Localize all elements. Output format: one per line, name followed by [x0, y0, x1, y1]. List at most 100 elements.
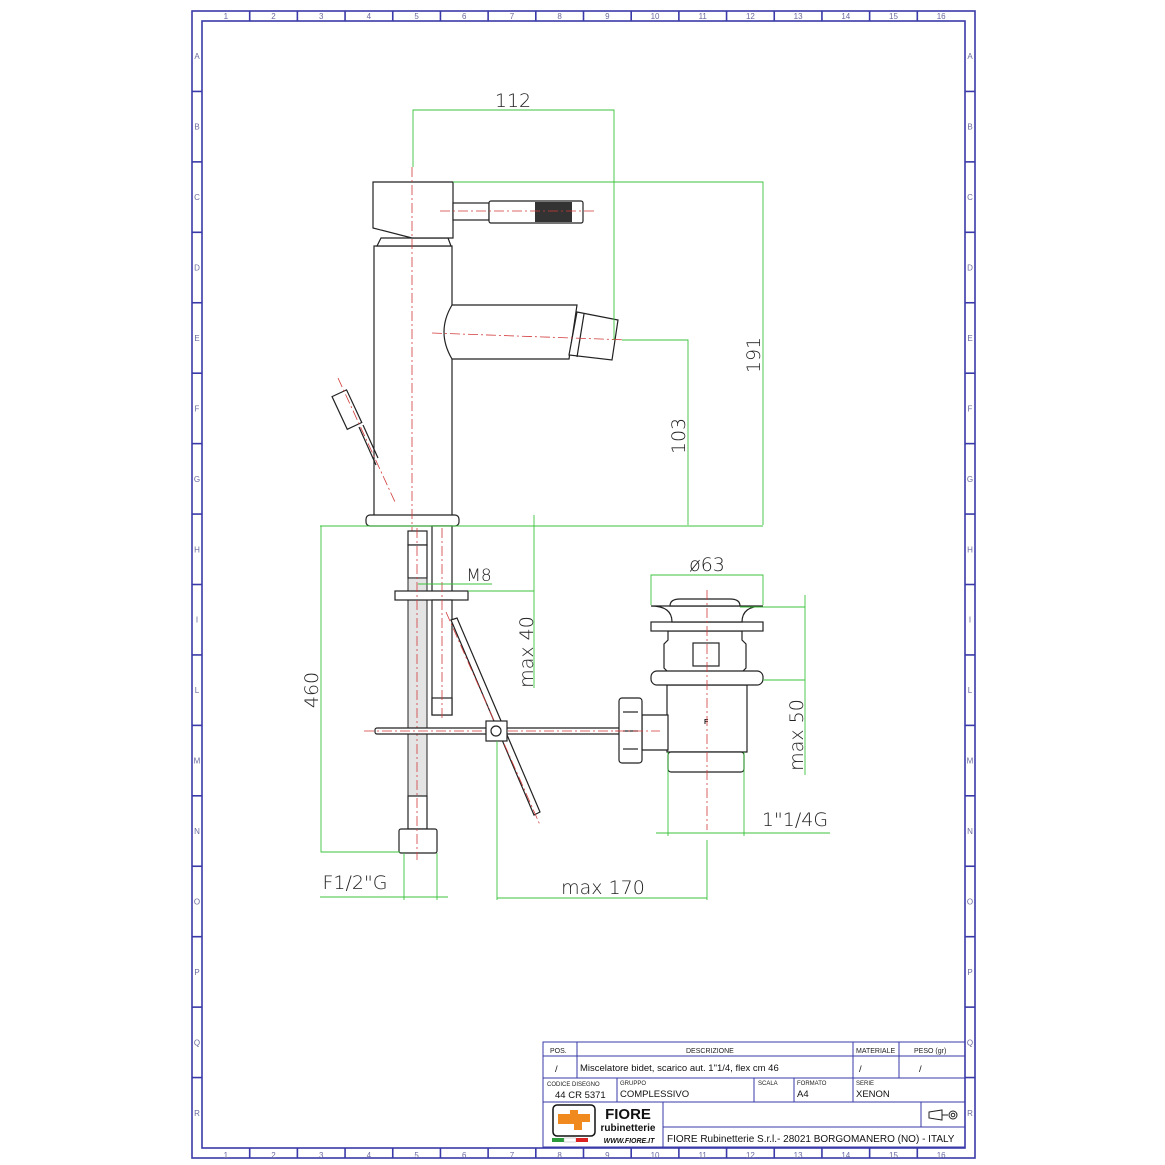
- row-label: M: [967, 757, 974, 766]
- row-label: H: [967, 545, 973, 554]
- pos-header: POS.: [550, 1048, 567, 1055]
- code-header: CODICE DISEGNO: [547, 1082, 600, 1088]
- code-value: 44 CR 5371: [555, 1090, 606, 1101]
- row-label: Q: [194, 1038, 200, 1047]
- hose-ferrule-bottom: [407, 795, 428, 830]
- column-label: 4: [367, 1151, 372, 1160]
- column-label: 2: [271, 1151, 276, 1160]
- dim-hose-length: 460: [301, 672, 323, 708]
- title-block: POS. DESCRIZIONE MATERIALE PESO (gr) / M…: [542, 1041, 966, 1148]
- drawing-frame: 1122334455667788991010111112121313141415…: [191, 10, 976, 1160]
- material-value: /: [859, 1064, 862, 1075]
- column-label: 10: [651, 12, 660, 21]
- series-header: SERIE: [856, 1081, 874, 1087]
- row-label: P: [967, 968, 972, 977]
- popup-lever-rod: [450, 617, 541, 816]
- svg-text:F: F: [704, 719, 709, 726]
- column-label: 4: [367, 12, 372, 21]
- row-label: C: [194, 193, 200, 202]
- svg-text:FIORE: FIORE: [605, 1106, 651, 1123]
- mixer-head: [372, 181, 454, 239]
- row-label: R: [967, 1109, 973, 1118]
- row-label: O: [194, 897, 200, 906]
- dim-hose-connection: F1/2"G: [323, 872, 388, 894]
- waste-cap: [669, 598, 741, 607]
- bidet-mixer: [331, 167, 629, 605]
- row-label: M: [194, 757, 201, 766]
- base-plate: [365, 514, 460, 527]
- row-label: C: [967, 193, 973, 202]
- row-label: E: [194, 334, 199, 343]
- column-label: 5: [414, 12, 419, 21]
- scale-header: SCALA: [758, 1081, 778, 1087]
- row-label: I: [196, 616, 198, 625]
- row-label: B: [194, 123, 199, 132]
- row-label: I: [969, 616, 971, 625]
- column-label: 9: [605, 1151, 610, 1160]
- column-label: 11: [699, 12, 708, 21]
- row-label: R: [194, 1109, 200, 1118]
- row-label: P: [194, 968, 199, 977]
- row-label: G: [967, 475, 973, 484]
- fixing-washer: [394, 590, 469, 601]
- column-label: 14: [841, 12, 850, 21]
- column-label: 14: [841, 1151, 850, 1160]
- company-address: FIORE Rubinetterie S.r.l.- 28021 BORGOMA…: [667, 1134, 955, 1145]
- column-label: 3: [319, 1151, 324, 1160]
- row-label: G: [194, 475, 200, 484]
- description-header: DESCRIZIONE: [686, 1048, 734, 1055]
- row-label: B: [967, 123, 972, 132]
- column-label: 13: [794, 12, 803, 21]
- aerator: [568, 311, 619, 361]
- column-label: 15: [889, 12, 898, 21]
- hose-nut-top: [407, 530, 428, 546]
- svg-text:WWW.FIORE.IT: WWW.FIORE.IT: [604, 1138, 656, 1145]
- column-label: 11: [699, 1151, 708, 1160]
- spout: [443, 304, 578, 360]
- row-label: A: [194, 52, 200, 61]
- column-label: 10: [651, 1151, 660, 1160]
- column-label: 6: [462, 12, 467, 21]
- dim-total-height: 191: [743, 337, 765, 373]
- column-label: 8: [557, 1151, 562, 1160]
- fiore-logo: FIORE rubinetterie WWW.FIORE.IT: [552, 1104, 656, 1145]
- svg-text:rubinetterie: rubinetterie: [600, 1123, 655, 1134]
- column-label: 15: [889, 1151, 898, 1160]
- column-label: 7: [510, 12, 515, 21]
- column-label: 6: [462, 1151, 467, 1160]
- dim-waste-thread: 1"1/4G: [762, 809, 828, 831]
- projection-symbol-icon: [928, 1109, 958, 1121]
- handle-stem: [452, 202, 490, 221]
- hose-nut-bottom: [398, 828, 438, 854]
- column-label: 16: [937, 1151, 946, 1160]
- dim-waste-deck: max 50: [786, 699, 808, 771]
- dim-thread-rod: M8: [466, 566, 491, 586]
- row-label: Q: [967, 1038, 973, 1047]
- column-label: 13: [794, 1151, 803, 1160]
- column-label: 12: [746, 12, 755, 21]
- row-label: D: [194, 264, 200, 273]
- weight-header: PESO (gr): [914, 1048, 946, 1055]
- row-label: H: [194, 545, 200, 554]
- mixer-collar: [376, 237, 452, 247]
- popup-waste: F: [615, 590, 764, 830]
- column-label: 3: [319, 12, 324, 21]
- popup-knob: [331, 389, 363, 431]
- group-value: COMPLESSIVO: [620, 1089, 689, 1100]
- column-label: 7: [510, 1151, 515, 1160]
- knurled-grip: [535, 202, 572, 222]
- dim-spout-reach: 112: [495, 90, 531, 112]
- column-label: 1: [224, 12, 229, 21]
- format-value: A4: [797, 1089, 809, 1100]
- under-deck-hardware: F: [364, 525, 764, 860]
- column-label: 2: [271, 12, 276, 21]
- column-label: 9: [605, 12, 610, 21]
- material-header: MATERIALE: [856, 1048, 895, 1055]
- row-label: A: [967, 52, 973, 61]
- row-label: L: [968, 686, 973, 695]
- row-label: E: [967, 334, 972, 343]
- format-header: FORMATO: [797, 1081, 827, 1087]
- row-label: F: [195, 404, 200, 413]
- mixer-body: [373, 245, 453, 517]
- column-label: 5: [414, 1151, 419, 1160]
